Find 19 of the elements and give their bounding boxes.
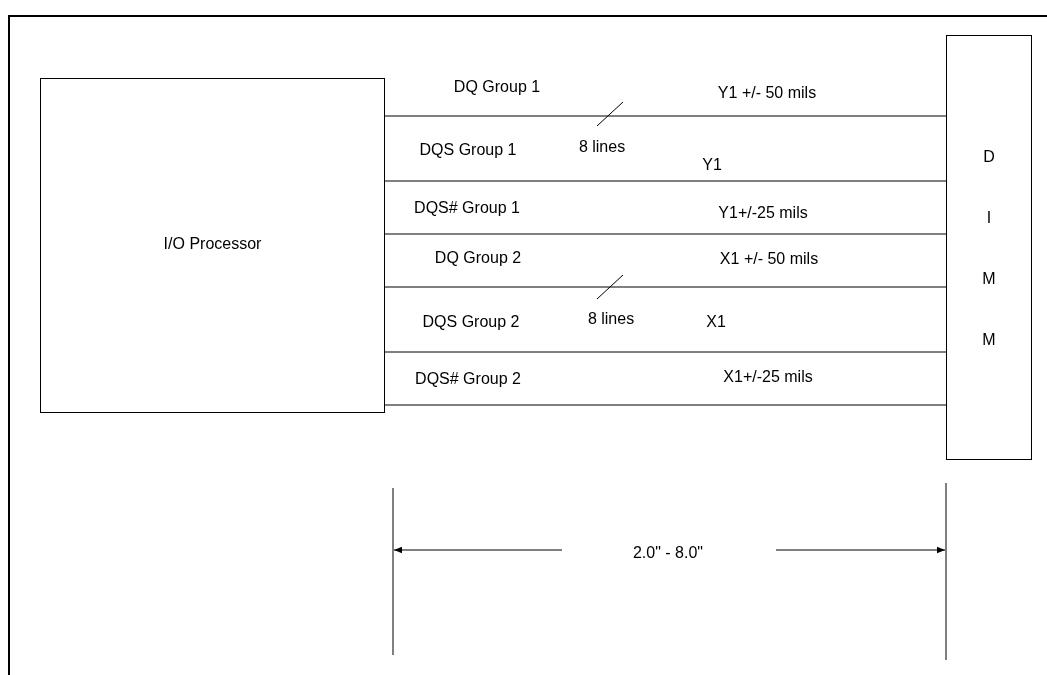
dimm-box: [946, 35, 1032, 460]
processor-label: I/O Processor: [163, 233, 262, 254]
trace-length-label: Y1+/-25 mils: [718, 203, 808, 223]
dimension-label: 2.0" - 8.0": [632, 543, 704, 563]
trace-length-label: X1 +/- 50 mils: [719, 249, 819, 269]
trace-length-label: X1+/-25 mils: [723, 367, 813, 387]
signal-line: [384, 286, 947, 288]
trace-length-label: X1: [706, 312, 726, 332]
signal-line: [384, 180, 947, 182]
trace-length-label: Y1: [702, 155, 722, 175]
signal-line: [384, 404, 947, 406]
dimm-label: D I M M: [981, 146, 997, 350]
processor-box: [40, 78, 385, 413]
trace-length-label: Y1 +/- 50 mils: [717, 83, 817, 103]
signal-line: [384, 351, 947, 353]
signal-line: [384, 115, 947, 117]
signal-line: [384, 233, 947, 235]
trace-length-label: 8 lines: [587, 309, 635, 329]
trace-length-label: 8 lines: [578, 137, 626, 157]
